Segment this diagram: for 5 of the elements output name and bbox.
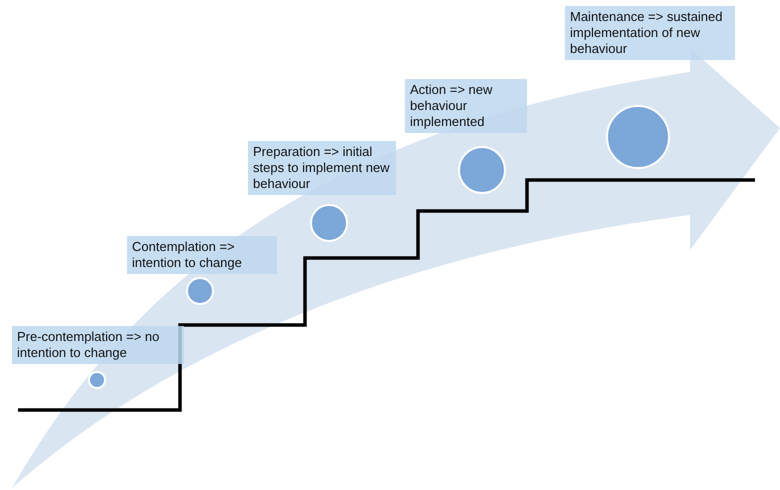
stage-label: Contemplation => intention to change [127,236,277,274]
stage-label: Preparation => initial steps to implement new behaviour [248,141,396,195]
stage-label: Pre-contemplation => no intention to change [12,326,184,364]
stage-label: Maintenance => sustained implementation of new behaviour [565,6,735,60]
stage-label: Action => new behaviour implemented [405,79,527,133]
